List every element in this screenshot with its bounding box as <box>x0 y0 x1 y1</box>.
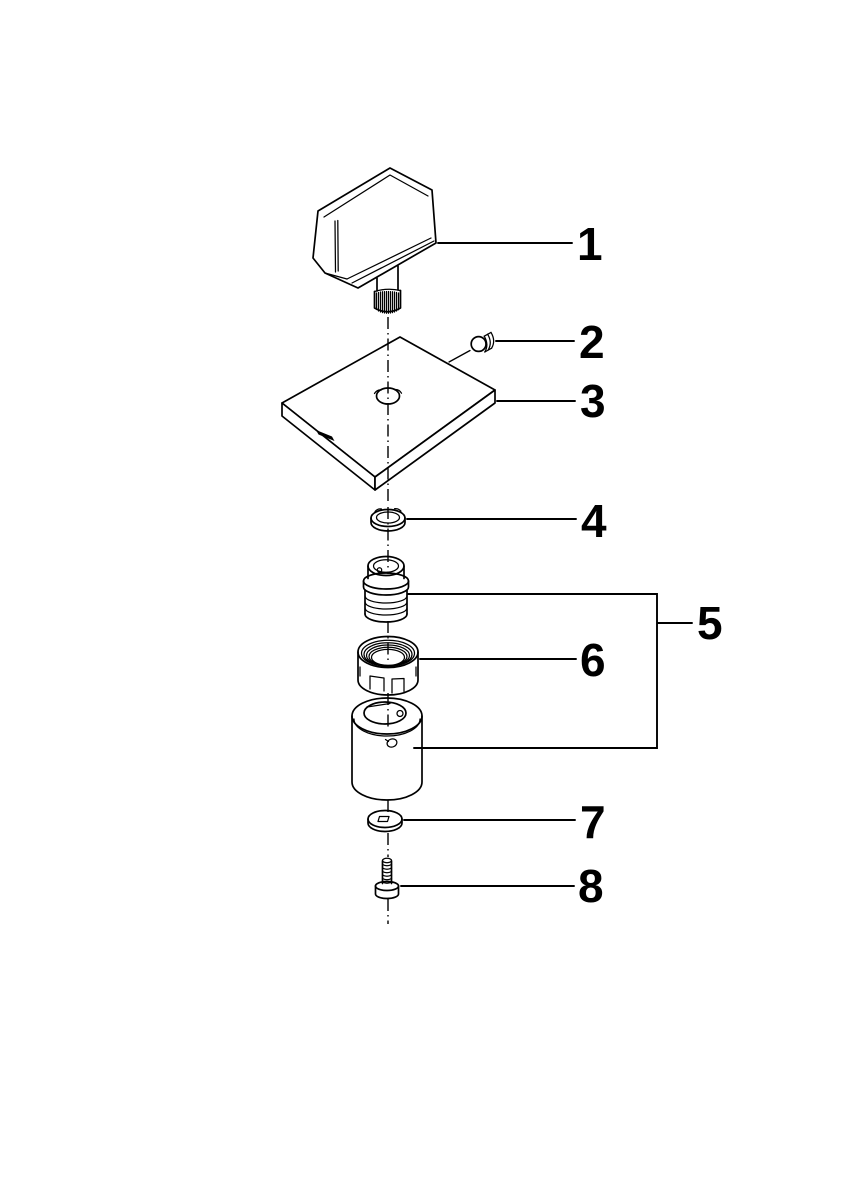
cap-nut <box>357 635 419 696</box>
valve-body <box>351 697 423 801</box>
callout-3: 3 <box>580 375 606 427</box>
cartridge <box>362 555 410 623</box>
leader-lines <box>400 242 693 887</box>
set-screw <box>448 331 495 363</box>
set-screw-axis-line <box>448 349 471 363</box>
handle <box>312 167 437 289</box>
bracket-5 <box>407 593 693 749</box>
callout-7: 7 <box>580 796 606 848</box>
washer <box>367 809 403 833</box>
plate-slot <box>316 430 335 441</box>
callout-5: 5 <box>697 597 723 649</box>
callout-8: 8 <box>578 860 604 912</box>
handle-stem <box>373 265 402 314</box>
callout-6: 6 <box>580 634 606 686</box>
callout-2: 2 <box>579 316 605 368</box>
callout-1: 1 <box>577 218 603 270</box>
callout-4: 4 <box>581 495 607 547</box>
callout-labels: 1 2 3 4 5 6 7 8 <box>577 218 723 912</box>
fixing-screw <box>374 857 400 900</box>
